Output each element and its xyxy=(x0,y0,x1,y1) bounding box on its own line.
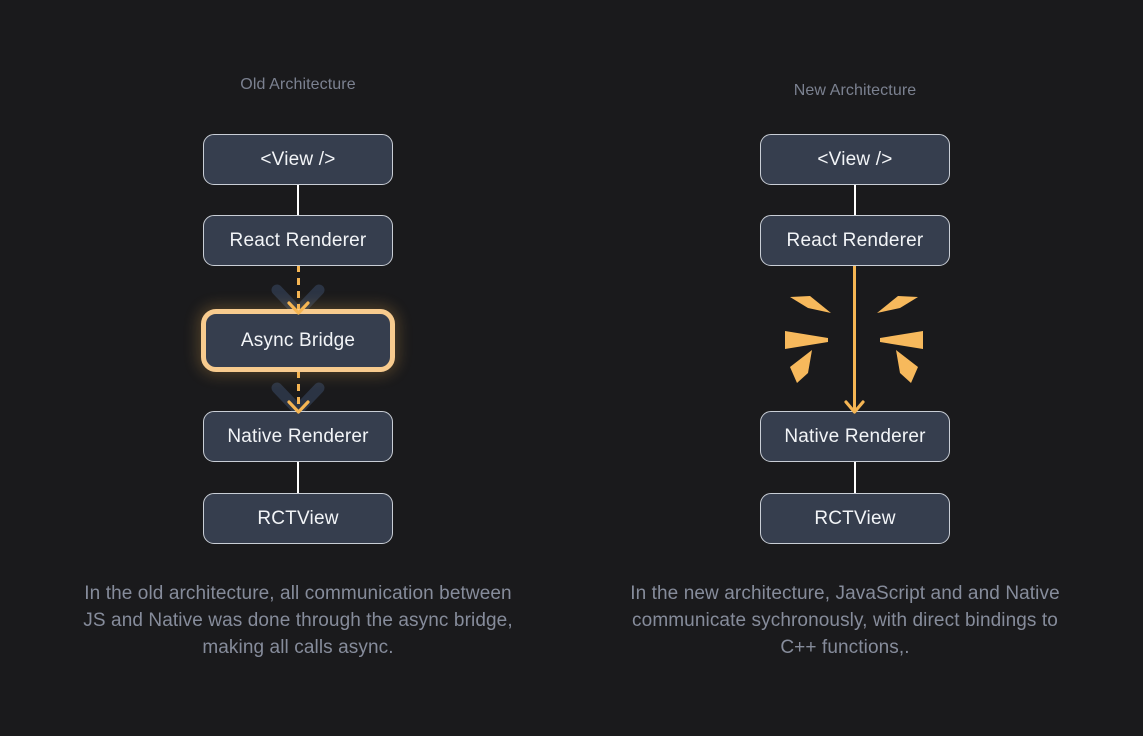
node-new-rctview[interactable]: RCTView xyxy=(760,493,950,544)
node-label: <View /> xyxy=(260,148,336,170)
node-label: React Renderer xyxy=(786,229,924,251)
solid-connector-react-to-native xyxy=(853,265,856,413)
node-old-async-bridge[interactable]: Async Bridge xyxy=(201,309,395,372)
dashed-connector-react-to-bridge xyxy=(297,265,300,313)
connector-old-native-to-rctview xyxy=(297,462,299,493)
node-label: Async Bridge xyxy=(240,329,356,351)
node-old-native-renderer[interactable]: Native Renderer xyxy=(203,411,393,462)
burst-ray-right-upper xyxy=(877,296,918,313)
connector-new-native-to-rctview xyxy=(854,462,856,493)
node-new-native-renderer[interactable]: Native Renderer xyxy=(760,411,950,462)
connector-new-view-to-react-renderer xyxy=(854,185,856,216)
burst-ray-left-upper xyxy=(790,296,831,313)
burst-ray-right-lower xyxy=(896,350,918,383)
connector-old-view-to-react-renderer xyxy=(297,185,299,216)
burst-ray-left-middle xyxy=(785,331,828,349)
node-label: RCTView xyxy=(814,507,896,529)
old-architecture-caption: In the old architecture, all communicati… xyxy=(83,583,513,658)
old-architecture-title: Old Architecture xyxy=(240,76,356,93)
node-old-view[interactable]: <View /> xyxy=(203,134,393,185)
node-new-view[interactable]: <View /> xyxy=(760,134,950,185)
node-new-react-renderer[interactable]: React Renderer xyxy=(760,215,950,266)
burst-ray-right-middle xyxy=(880,331,923,349)
new-architecture-caption: In the new architecture, JavaScript and … xyxy=(630,583,1060,658)
dashed-connector-bridge-to-native xyxy=(297,371,300,413)
node-label: <View /> xyxy=(817,148,893,170)
new-architecture-title: New Architecture xyxy=(793,82,917,99)
burst-ray-left-lower xyxy=(790,350,812,383)
node-old-rctview[interactable]: RCTView xyxy=(203,493,393,544)
node-label: React Renderer xyxy=(229,229,367,251)
node-label: RCTView xyxy=(257,507,339,529)
node-label: Native Renderer xyxy=(784,425,926,447)
node-old-react-renderer[interactable]: React Renderer xyxy=(203,215,393,266)
node-label: Native Renderer xyxy=(227,425,369,447)
